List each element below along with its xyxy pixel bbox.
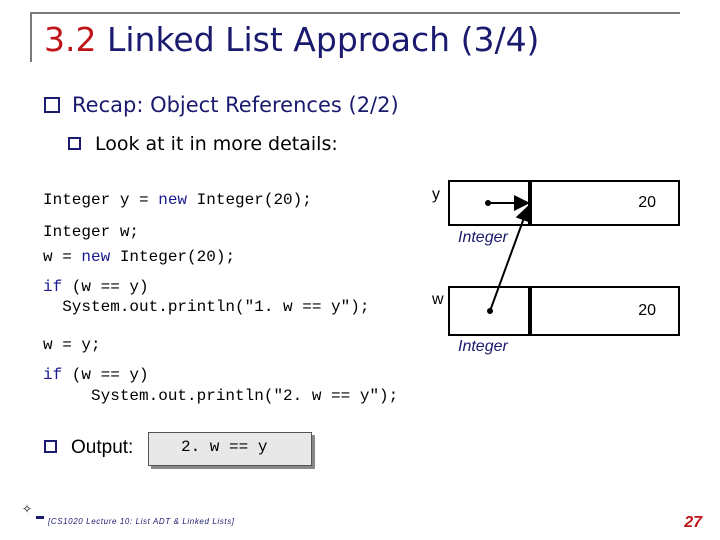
code-line-4: if (w == y)	[43, 278, 149, 296]
code-line-5: System.out.println("1. w == y");	[43, 298, 370, 316]
footer-dash	[36, 516, 44, 519]
variable-y-label: y	[432, 186, 440, 203]
type-label-2: Integer	[458, 338, 508, 355]
bullet-box-icon	[44, 97, 60, 113]
bullet-details-text: Look at it in more details:	[95, 133, 338, 155]
title-number: 3.2	[44, 20, 97, 59]
output-box: 2. w == y	[148, 432, 312, 466]
footer-text: [CS1020 Lecture 10: List ADT & Linked Li…	[48, 517, 235, 526]
reference-box-w	[448, 286, 530, 336]
variable-w-label: w	[432, 291, 444, 308]
bullet-details: Look at it in more details:	[68, 133, 338, 155]
object-2-value: 20	[638, 302, 656, 319]
bullet-box-icon	[44, 440, 57, 453]
page-number: 27	[684, 514, 702, 531]
integer-object-1: 20	[530, 180, 680, 226]
type-label-1: Integer	[458, 229, 508, 246]
arrow-w	[489, 205, 531, 312]
output-label-text: Output:	[71, 437, 134, 458]
code-line-8: System.out.println("2. w == y");	[43, 387, 399, 405]
bullet-recap-text: Recap: Object References (2/2)	[72, 93, 399, 117]
code-line-2: Integer w;	[43, 223, 140, 241]
title-frame	[30, 12, 680, 62]
bullet-recap: Recap: Object References (2/2)	[44, 93, 399, 117]
slide-title: 3.2 Linked List Approach (3/4)	[44, 20, 539, 59]
code-line-3: w = new Integer(20);	[43, 248, 236, 266]
integer-object-2: 20	[530, 286, 680, 336]
bullet-box-icon	[68, 137, 81, 150]
code-line-6: w = y;	[43, 336, 101, 354]
output-bullet: Output:	[44, 437, 133, 459]
star-icon: ✧	[22, 502, 33, 516]
title-text: Linked List Approach (3/4)	[106, 20, 540, 59]
object-1-value: 20	[638, 194, 656, 211]
code-line-7: if (w == y)	[43, 366, 149, 384]
code-line-1: Integer y = new Integer(20);	[43, 191, 312, 209]
